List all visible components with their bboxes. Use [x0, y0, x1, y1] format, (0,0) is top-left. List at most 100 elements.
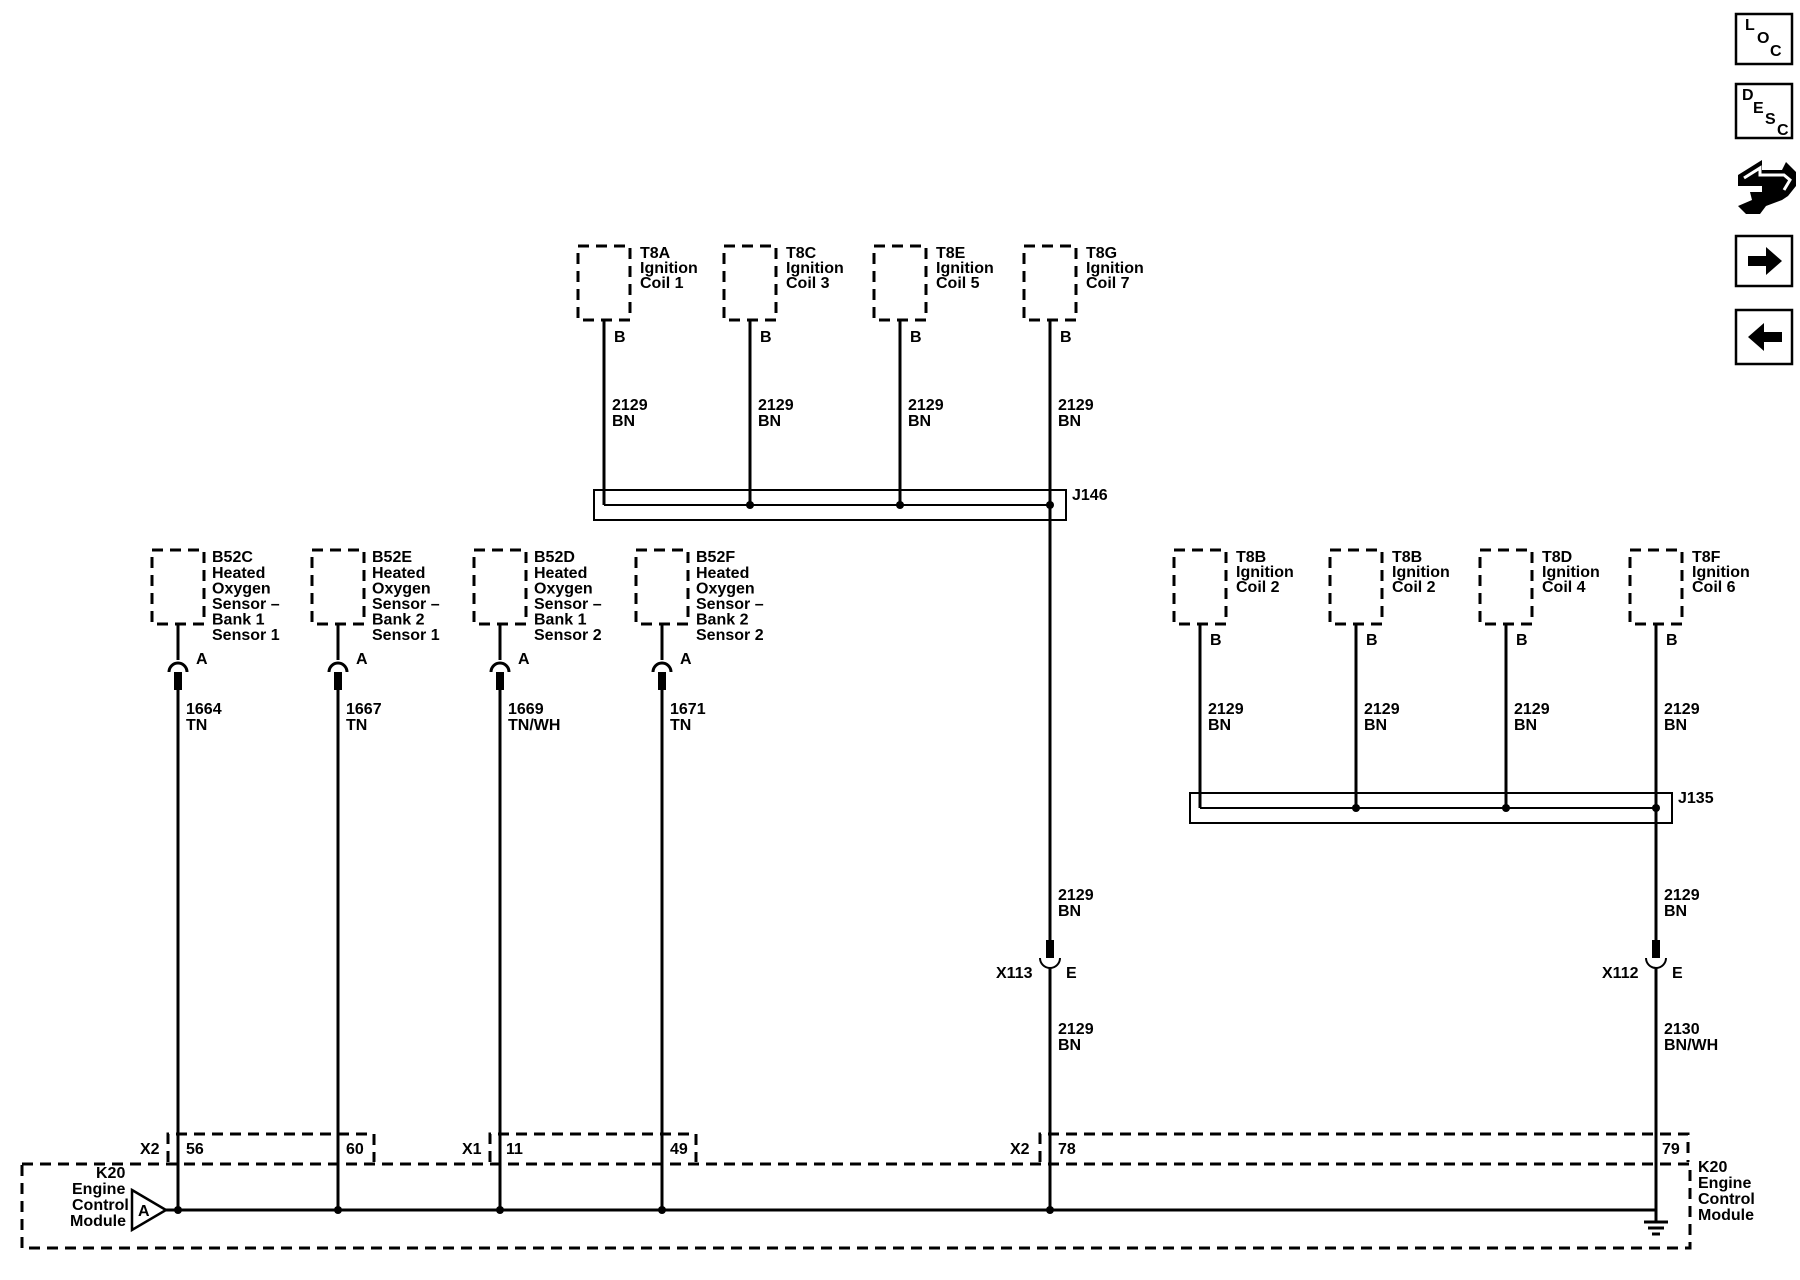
coil-wire-color: BN	[908, 413, 931, 430]
ecm-left-line-1: Engine	[72, 1181, 125, 1198]
ecm-right-id: K20	[1698, 1159, 1727, 1176]
coil-wire-color: BN	[1364, 717, 1387, 734]
coil-id: T8F	[1692, 549, 1721, 566]
sensor-desc-line: Heated	[212, 565, 265, 582]
coil-id: T8D	[1542, 549, 1572, 566]
coil-name: Ignition	[786, 260, 844, 277]
right-trunk-upper-color: BN	[1664, 903, 1687, 920]
sensor-desc-line: Heated	[372, 565, 425, 582]
coil-circuit: 2129	[1058, 397, 1094, 414]
sensor-desc-line: Bank 2	[696, 612, 749, 629]
ecm-right-line-3: Module	[1698, 1207, 1754, 1224]
ecm-pin-60: 60	[346, 1141, 364, 1158]
coil-name: Ignition	[1236, 564, 1294, 581]
sensor-circuit: 1669	[508, 701, 544, 718]
next-arrow-button[interactable]	[1734, 234, 1794, 288]
splice-label-j135: J135	[1678, 790, 1714, 807]
coil-wire-color: BN	[1664, 717, 1687, 734]
sensor-desc-line: Sensor 2	[696, 627, 764, 644]
right-trunk-lower-circuit: 2130	[1664, 1021, 1700, 1038]
coil-circuit: 2129	[1514, 701, 1550, 718]
coil-wire-color: BN	[758, 413, 781, 430]
sensor-desc-line: Oxygen	[372, 581, 431, 598]
connector-x112-pin: E	[1672, 965, 1683, 982]
loc-letter-o: O	[1757, 30, 1769, 47]
coil-id: T8B	[1236, 549, 1266, 566]
coil-circuit: 2129	[908, 397, 944, 414]
description-button[interactable]: D E S C	[1734, 82, 1794, 140]
coil-wire-color: BN	[1514, 717, 1537, 734]
ecm-left-id: K20	[96, 1165, 125, 1182]
sensor-desc-line: Sensor 2	[534, 627, 602, 644]
coil-number: Coil 3	[786, 275, 830, 292]
sensor-id: B52D	[534, 549, 575, 566]
coil-number: Coil 1	[640, 275, 684, 292]
sensor-circuit: 1664	[186, 701, 222, 718]
coil-circuit: 2129	[1208, 701, 1244, 718]
sensor-wire-color: TN	[670, 717, 691, 734]
sensor-desc-line: Sensor –	[372, 596, 440, 613]
ecm-conn-x1-name: X1	[462, 1141, 482, 1158]
sensor-desc-line: Heated	[534, 565, 587, 582]
ecm-conn-x2-b-name: X2	[1010, 1141, 1030, 1158]
left-trunk-upper-color: BN	[1058, 903, 1081, 920]
sensor-circuit: 1667	[346, 701, 382, 718]
sensor-desc-line: Oxygen	[696, 581, 755, 598]
ecm-connector-x2-a: X2 56 60	[140, 1132, 376, 1162]
sensor-desc-line: Sensor –	[534, 596, 602, 613]
ecm-ref-label: A	[138, 1203, 150, 1220]
right-trunk-lower-color: BN/WH	[1664, 1037, 1718, 1054]
sensor-desc-line: Oxygen	[534, 581, 593, 598]
connector-x113-label: X113	[996, 965, 1033, 982]
ecm-pin-78: 78	[1058, 1141, 1076, 1158]
sensor-pin: A	[196, 651, 208, 668]
coil-number: Coil 6	[1692, 579, 1736, 596]
previous-arrow-button[interactable]	[1734, 308, 1794, 366]
coil-circuit: 2129	[758, 397, 794, 414]
coil-circuit: 2129	[612, 397, 648, 414]
ecm-pin-49: 49	[670, 1141, 688, 1158]
coil-number: Coil 5	[936, 275, 980, 292]
left-trunk-lower-circuit: 2129	[1058, 1021, 1094, 1038]
desc-letter-c: C	[1777, 122, 1789, 139]
ecm-pin-11: 11	[506, 1141, 523, 1158]
location-button[interactable]: L O C	[1734, 12, 1794, 66]
coil-number: Coil 7	[1086, 275, 1130, 292]
splice-label-j146: J146	[1072, 487, 1108, 504]
coil-name: Ignition	[936, 260, 994, 277]
sensor-id: B52C	[212, 549, 253, 566]
sensor-desc-line: Sensor 1	[372, 627, 440, 644]
coil-wire-color: BN	[1058, 413, 1081, 430]
ecm-right-line-1: Engine	[1698, 1175, 1751, 1192]
coil-number: Coil 4	[1542, 579, 1586, 596]
coil-number: Coil 2	[1392, 579, 1436, 596]
ecm-left-line-2: Control	[72, 1197, 129, 1214]
coil-id: T8A	[640, 245, 671, 262]
coil-pin: B	[614, 329, 626, 346]
sensor-circuit: 1671	[670, 701, 706, 718]
coil-pin: B	[1210, 632, 1222, 649]
left-trunk-upper-circuit: 2129	[1058, 887, 1094, 904]
wrench-hand-icon[interactable]	[1738, 160, 1796, 214]
coil-pin: B	[1060, 329, 1072, 346]
desc-letter-d: D	[1742, 87, 1754, 104]
sensor-desc-line: Sensor –	[696, 596, 764, 613]
sensor-desc-line: Oxygen	[212, 581, 271, 598]
connector-x112-label: X112	[1602, 965, 1639, 982]
sensor-desc-line: Sensor 1	[212, 627, 280, 644]
splice-j135: J135	[1189, 790, 1714, 824]
ecm-conn-x2-a-name: X2	[140, 1141, 160, 1158]
connector-x113-pin: E	[1066, 965, 1077, 982]
coil-circuit: 2129	[1364, 701, 1400, 718]
